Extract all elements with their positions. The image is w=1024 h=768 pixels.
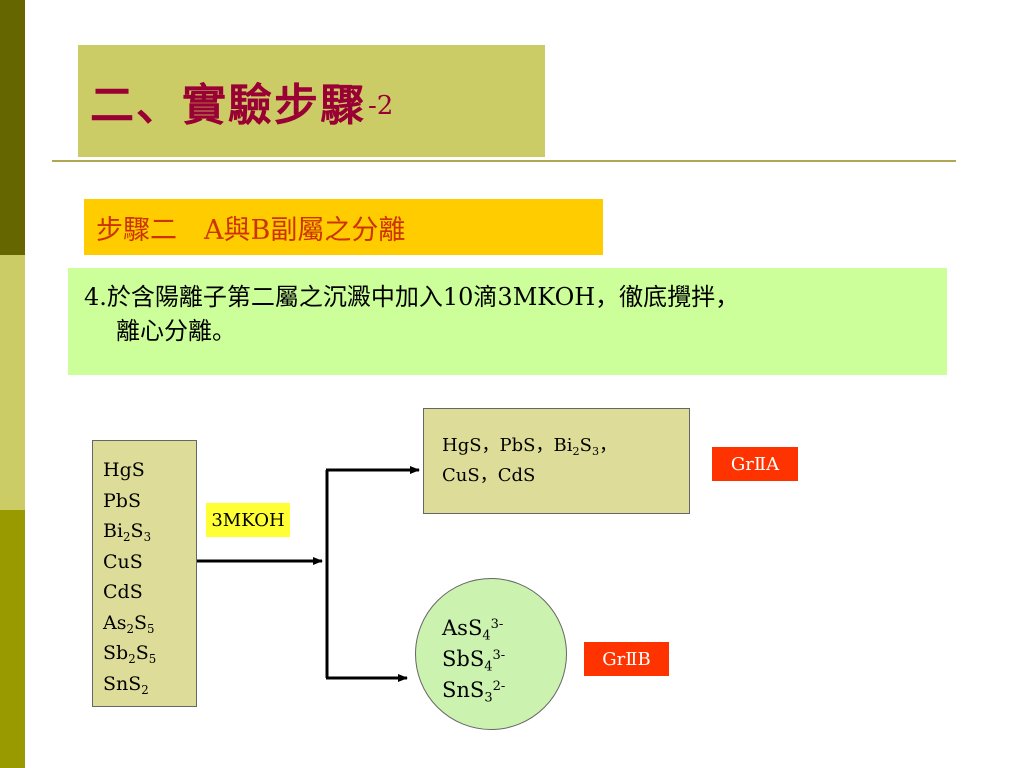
procedure-line-2: 離心分離。 [116, 317, 236, 345]
group-b-badge-text: GrⅡB [602, 648, 651, 670]
species-cds: CdS [103, 581, 143, 603]
species-sb2s5: Sb2S5 [103, 642, 157, 667]
reagent-text: 3MKOH [211, 509, 285, 531]
species-bi2s3: Bi2S3 [103, 520, 152, 545]
species-ass4: AsS43- [442, 616, 504, 644]
species-as2s5: As2S5 [103, 611, 155, 636]
species-pbs: PbS [103, 489, 141, 512]
group-a-badge: GrⅡA [712, 447, 798, 481]
species-hgs: HgS [103, 459, 145, 481]
step-heading: 步驟二 A與B副屬之分離 [84, 199, 603, 255]
species-sns2: SnS2 [103, 672, 149, 697]
slide-title-suffix: -2 [368, 91, 394, 121]
reagent-label: 3MKOH [206, 503, 290, 537]
species-sbs4: SbS43- [442, 647, 506, 675]
slide-title-main: 二、實驗步驟 [90, 80, 366, 131]
group-a-precipitate-box: HgS，PbS，Bi2S3， CuS，CdS [423, 408, 690, 514]
step-heading-text: 步驟二 A與B副屬之分離 [96, 214, 406, 246]
slide-title: 二、實驗步驟 -2 [78, 45, 545, 157]
procedure-line-1: 4.於含陽離子第二屬之沉澱中加入10滴3MKOH，徹底攪拌， [84, 283, 740, 311]
group-b-badge: GrⅡB [584, 642, 669, 676]
starting-precipitate-box: HgS PbS Bi2S3 CuS CdS As2S5 Sb2S5 SnS2 [92, 440, 197, 707]
sidebar-stripe-top [0, 0, 25, 255]
group-a-badge-text: GrⅡA [730, 453, 780, 475]
procedure-description: 4.於含陽離子第二屬之沉澱中加入10滴3MKOH，徹底攪拌， 離心分離。 [68, 268, 947, 375]
sidebar-stripe-middle [0, 255, 25, 510]
species-sns3: SnS32- [442, 678, 506, 706]
group-a-line-2: CuS，CdS [442, 465, 536, 486]
group-b-solution-circle: AsS43- SbS43- SnS32- [415, 578, 567, 730]
title-divider [52, 160, 956, 162]
species-cus: CuS [103, 550, 143, 573]
group-a-line-1: HgS，PbS，Bi2S3， [442, 435, 618, 458]
sidebar-stripe-bottom [0, 510, 25, 768]
